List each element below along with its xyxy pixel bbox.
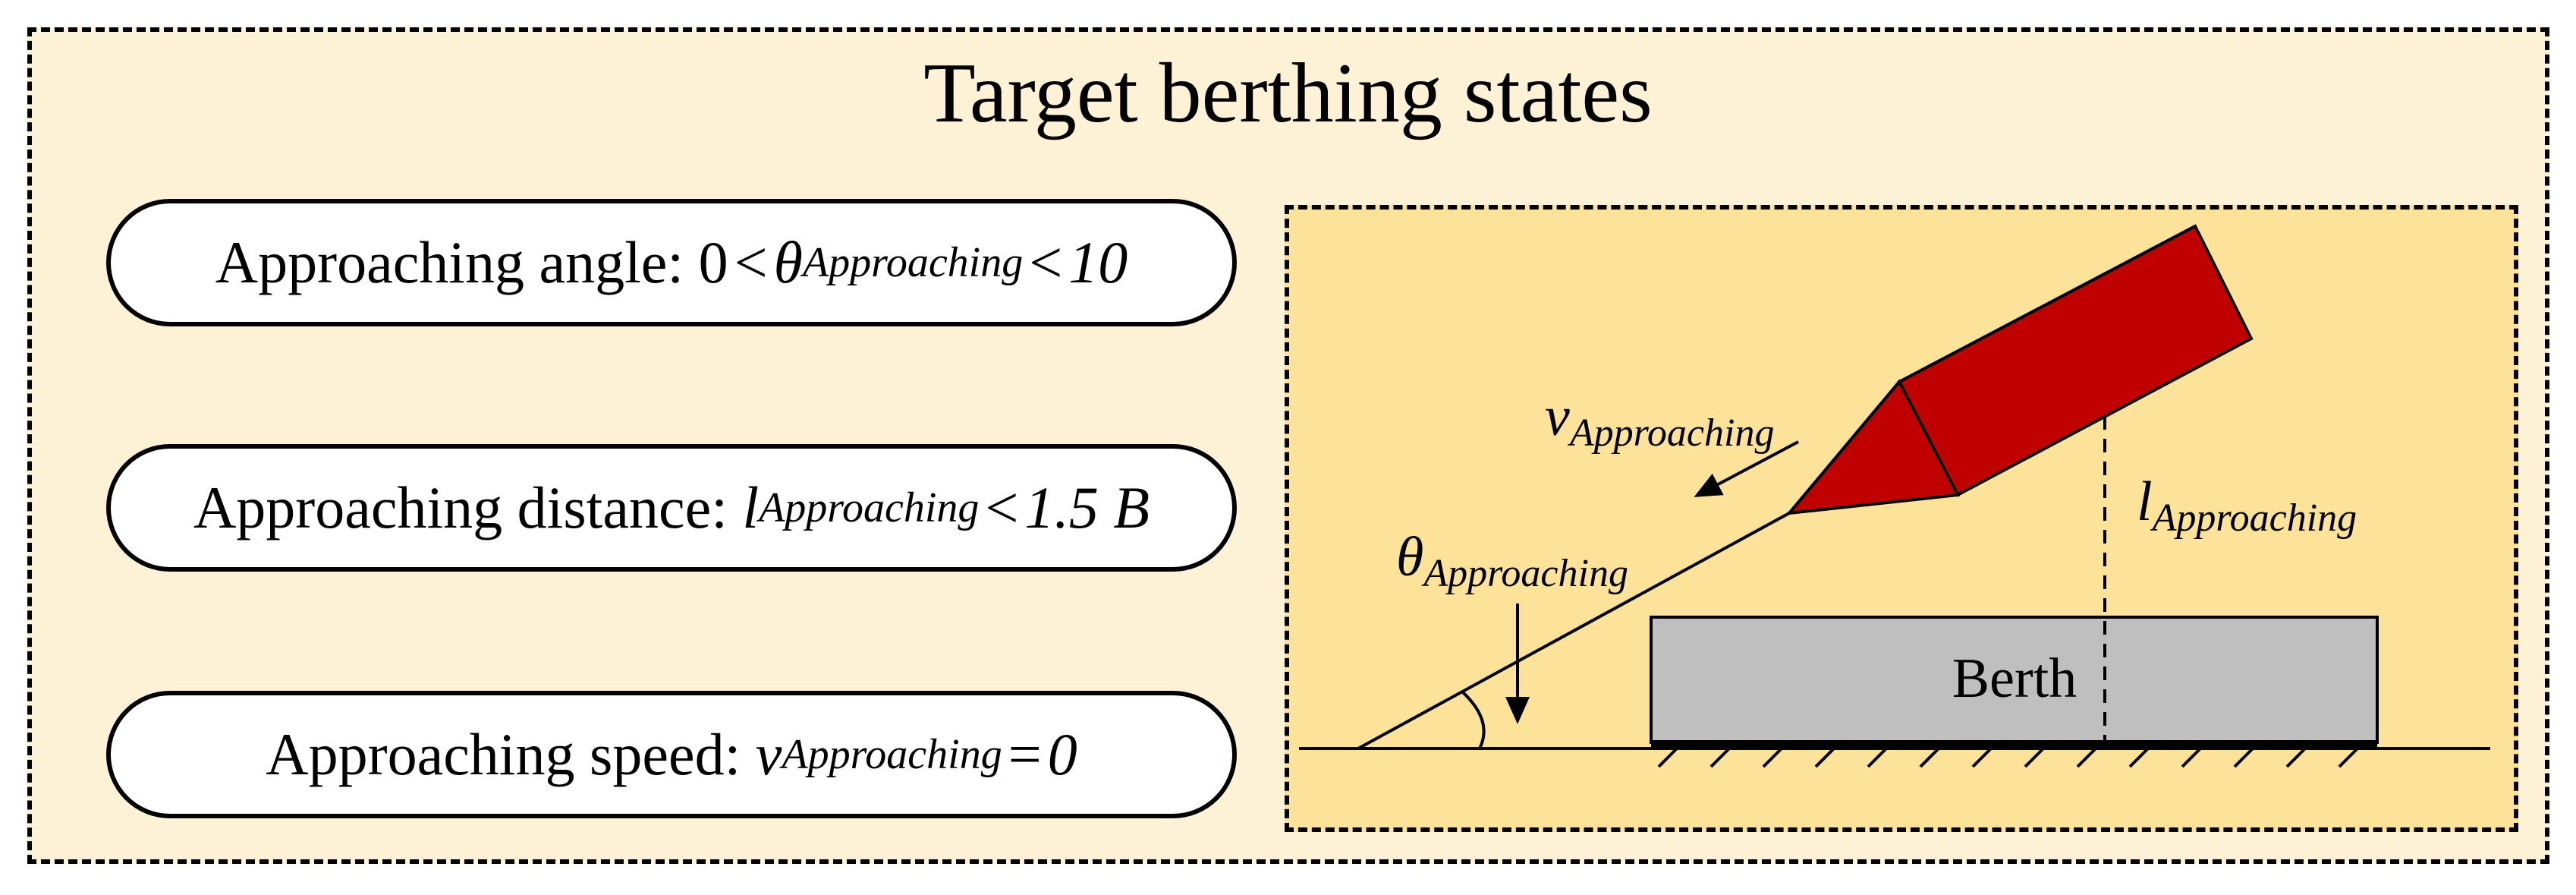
angle-condition-label: Approaching angle:: [215, 229, 699, 295]
angle-theta-subscript: Approaching: [802, 239, 1024, 286]
distance-condition-label: Approaching distance:: [193, 474, 743, 540]
velocity-label: vApproaching: [1545, 386, 1774, 455]
main-title: Target berthing states: [923, 46, 1653, 140]
distance-l-subscript: Approaching: [759, 484, 980, 531]
angle-arc: [1461, 691, 1486, 749]
distance-l-symbol-diagram: l: [2137, 471, 2153, 533]
angle-lower-bound: 0: [698, 229, 728, 295]
ship-hull-body: [1897, 224, 2254, 497]
seabed-hatching: [1657, 747, 2359, 768]
angle-less-than-1: <: [734, 229, 768, 295]
speed-target-value: 0: [1047, 721, 1077, 787]
distance-less-than: <: [985, 474, 1019, 540]
speed-equals: =: [1008, 721, 1042, 787]
distance-bound-value: 1.5 B: [1024, 474, 1150, 540]
ship-bow: [1785, 379, 1961, 515]
angle-upper-bound: 10: [1068, 229, 1128, 295]
angle-theta-symbol-diagram: θ: [1396, 526, 1423, 588]
velocity-subscript: Approaching: [1568, 411, 1775, 455]
berth-label: Berth: [1952, 648, 2077, 710]
angle-less-than-2: <: [1029, 229, 1063, 295]
distance-subscript-diagram: Approaching: [2150, 496, 2357, 540]
angle-label: θApproaching: [1396, 526, 1628, 595]
speed-condition-label: Approaching speed:: [266, 721, 756, 787]
approach-path-line: [1357, 512, 1790, 750]
distance-l-symbol: l: [742, 474, 760, 540]
speed-v-subscript: Approaching: [782, 731, 1002, 778]
angle-theta-symbol: θ: [773, 229, 803, 295]
speed-v-symbol: v: [755, 721, 782, 787]
velocity-arrow: [1694, 440, 1799, 497]
angle-subscript-diagram: Approaching: [1421, 552, 1628, 595]
velocity-v-symbol: v: [1545, 386, 1570, 448]
distance-label: lApproaching: [2137, 471, 2357, 540]
